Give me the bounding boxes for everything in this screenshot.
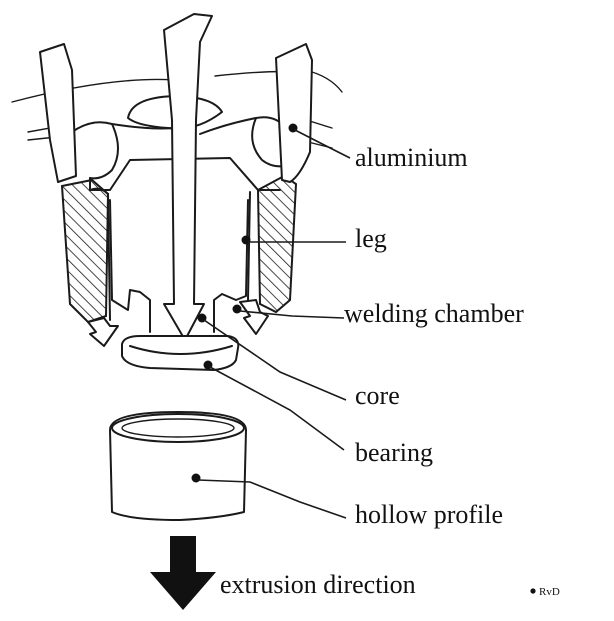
hollow-profile-tube <box>110 412 246 520</box>
left-aluminium-arrow <box>40 44 76 182</box>
left-leg <box>62 180 110 322</box>
credit-mark <box>530 588 535 593</box>
label-aluminium: aluminium <box>355 143 468 172</box>
extrusion-direction-arrow <box>150 536 216 610</box>
label-hollow-profile: hollow profile <box>355 500 503 529</box>
right-leg <box>248 176 296 312</box>
label-core: core <box>355 381 400 410</box>
label-leg: leg <box>355 224 387 253</box>
right-aluminium-arrow <box>276 44 312 182</box>
bearing-ring <box>122 336 238 370</box>
label-welding-chamber: welding chamber <box>344 299 524 328</box>
label-extrusion-direction: extrusion direction <box>220 570 416 599</box>
credit-text: RvD <box>539 586 560 598</box>
label-bearing: bearing <box>355 438 433 467</box>
central-aluminium-arrow <box>164 14 212 340</box>
